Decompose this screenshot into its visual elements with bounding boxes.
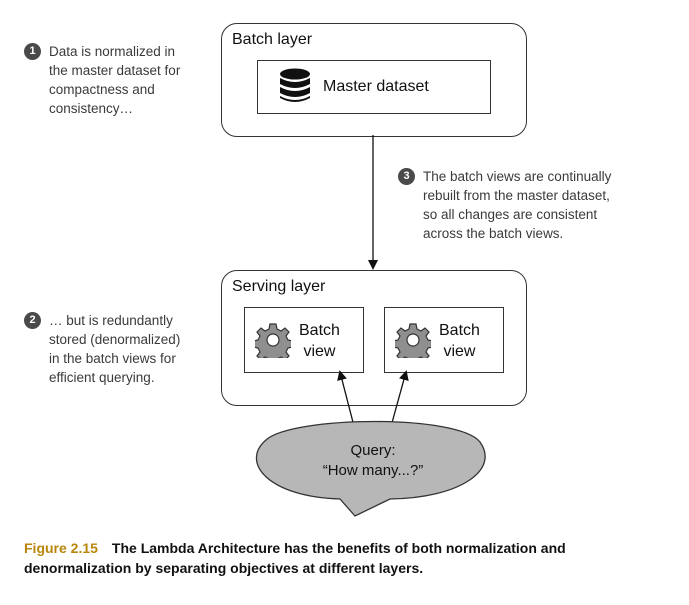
annotation-1-text: Data is normalized in the master dataset… xyxy=(49,44,181,116)
annotation-1: 1 Data is normalized in the master datas… xyxy=(24,42,214,122)
batch-view-2-label: Batch view xyxy=(439,322,480,360)
query-text: Query: “How many...?” xyxy=(322,442,424,479)
annotation-3: 3 The batch views are continually rebuil… xyxy=(398,167,658,247)
annotation-2-text: … but is redundantly stored (denormalize… xyxy=(49,313,181,385)
batch-view-box-1: Batch view xyxy=(244,307,364,373)
gear-icon xyxy=(395,323,431,358)
serving-layer-box: Serving layer Batch view Batch view xyxy=(221,270,527,406)
master-dataset-box: Master dataset xyxy=(257,60,491,114)
gear-icon xyxy=(255,323,291,358)
figure-label: Figure 2.15 xyxy=(24,540,98,556)
batch-view-1-label: Batch view xyxy=(299,322,340,360)
batch-view-box-2: Batch view xyxy=(384,307,504,373)
step-number-2: 2 xyxy=(24,312,41,329)
annotation-2: 2 … but is redundantly stored (denormali… xyxy=(24,311,214,391)
master-dataset-label: Master dataset xyxy=(323,78,429,95)
annotation-3-text: The batch views are continually rebuilt … xyxy=(423,169,612,241)
query-arrow-right xyxy=(389,370,409,431)
step-number-3: 3 xyxy=(398,168,415,185)
database-icon xyxy=(280,68,310,102)
query-speech-bubble xyxy=(255,420,486,517)
batch-layer-box: Batch layer Master dataset xyxy=(221,23,527,137)
caption-text: The Lambda Architecture has the benefits… xyxy=(24,540,566,576)
batch-layer-title: Batch layer xyxy=(232,31,313,48)
serving-layer-title: Serving layer xyxy=(232,278,326,295)
step-number-1: 1 xyxy=(24,43,41,60)
query-arrow-left xyxy=(337,370,356,431)
